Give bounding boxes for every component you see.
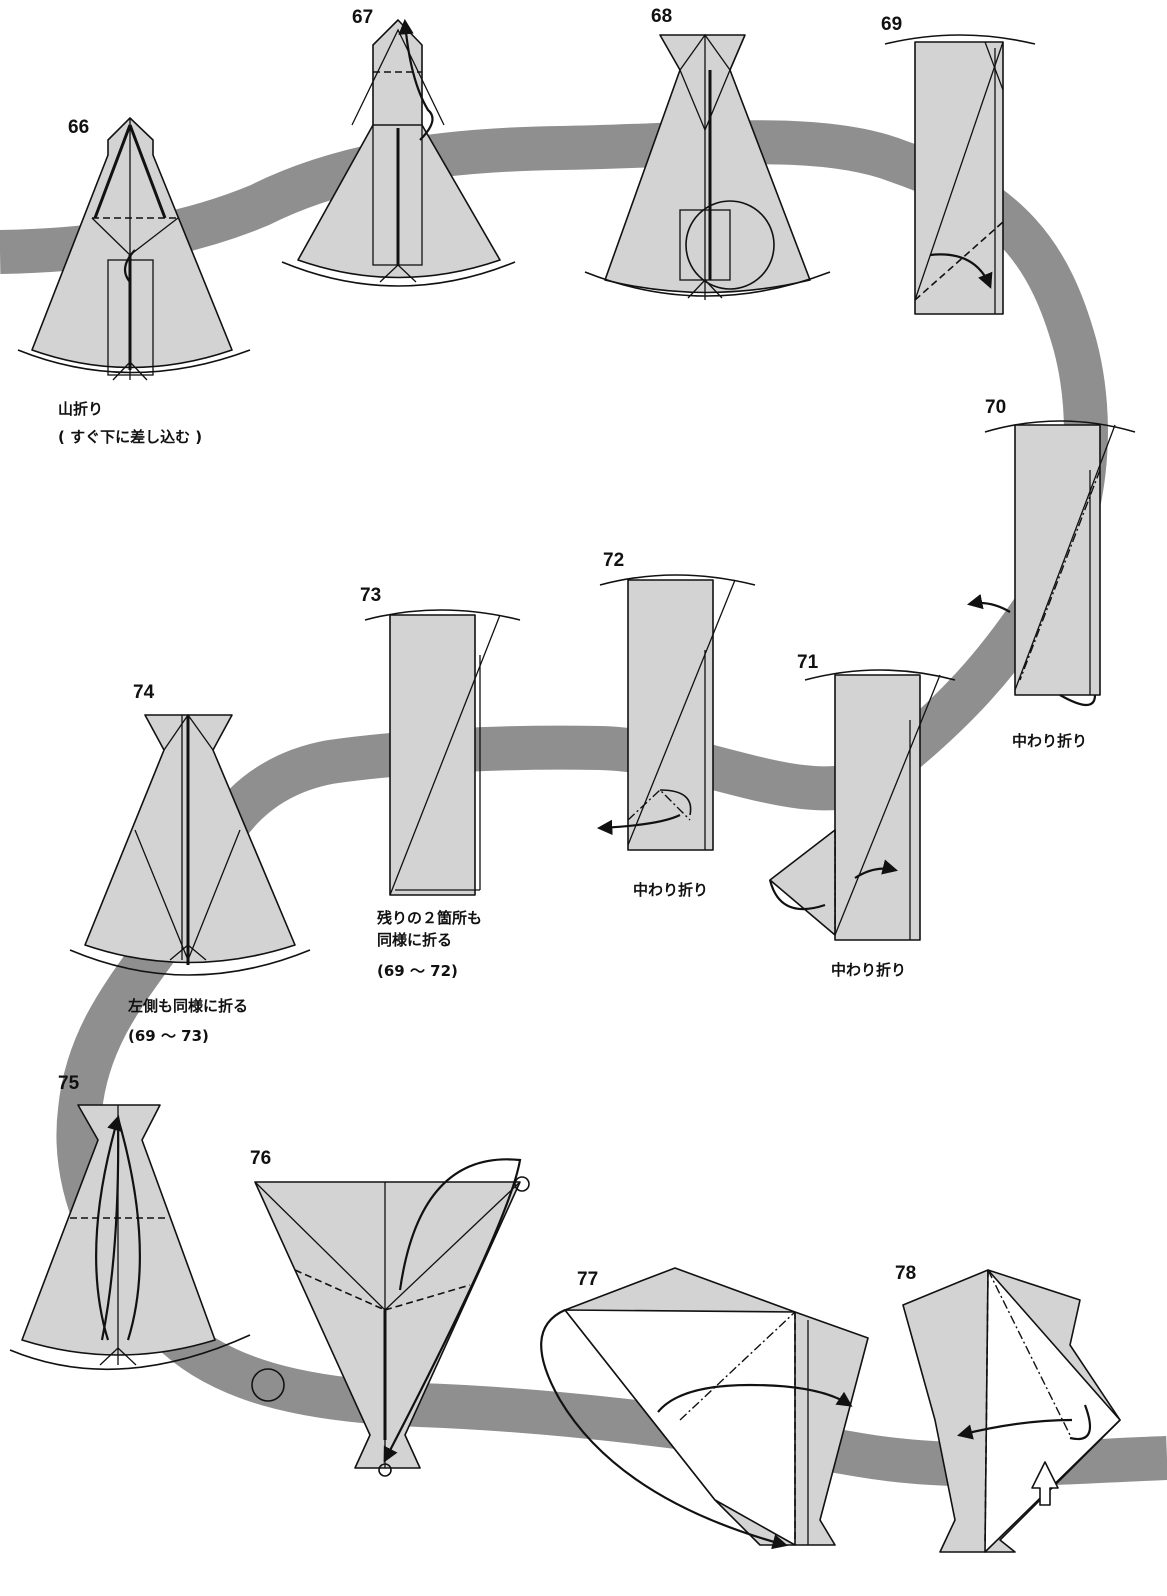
step-73-figure bbox=[364, 609, 521, 896]
step-number-71: 71 bbox=[797, 652, 819, 673]
step-number-70: 70 bbox=[985, 397, 1006, 418]
step-69-figure bbox=[884, 34, 1036, 315]
step-71-figure bbox=[768, 669, 956, 941]
step-number-67: 67 bbox=[352, 7, 373, 28]
step-number-74: 74 bbox=[133, 682, 155, 703]
step-71-label: 中わり折り bbox=[831, 961, 906, 979]
step-number-66: 66 bbox=[68, 117, 89, 138]
step-number-75: 75 bbox=[58, 1073, 80, 1094]
step-number-73: 73 bbox=[360, 585, 381, 606]
step-number-76: 76 bbox=[250, 1148, 271, 1169]
step-74-label-1: 左側も同様に折る bbox=[127, 997, 248, 1015]
step-70-figure bbox=[966, 420, 1136, 707]
step-70-label: 中わり折り bbox=[1012, 732, 1087, 750]
step-number-78: 78 bbox=[895, 1263, 916, 1284]
step-74-label-2: (69 ～ 73) bbox=[128, 1027, 209, 1045]
step-67-figure bbox=[281, 18, 516, 287]
step-number-72: 72 bbox=[603, 550, 624, 571]
step-74-figure bbox=[69, 713, 311, 976]
step-number-69: 69 bbox=[881, 14, 902, 35]
step-66-label-1: 山折り bbox=[58, 400, 103, 418]
step-73-label-1: 残りの２箇所も bbox=[377, 909, 482, 927]
step-73-label-2: 同様に折る bbox=[377, 931, 452, 949]
step-number-77: 77 bbox=[577, 1269, 598, 1290]
step-75-figure bbox=[9, 1104, 285, 1402]
step-72-figure bbox=[596, 574, 756, 851]
step-66-label-2: ( すぐ下に差し込む ) bbox=[58, 428, 202, 446]
step-68-figure bbox=[584, 33, 831, 300]
step-73-label-3: (69 ～ 72) bbox=[377, 962, 458, 980]
step-number-68: 68 bbox=[651, 6, 672, 27]
step-72-label: 中わり折り bbox=[633, 881, 708, 899]
step-77-figure bbox=[540, 1267, 869, 1550]
step-76-figure bbox=[254, 1158, 530, 1477]
step-66-figure bbox=[17, 117, 251, 381]
step-78-figure bbox=[902, 1269, 1121, 1553]
